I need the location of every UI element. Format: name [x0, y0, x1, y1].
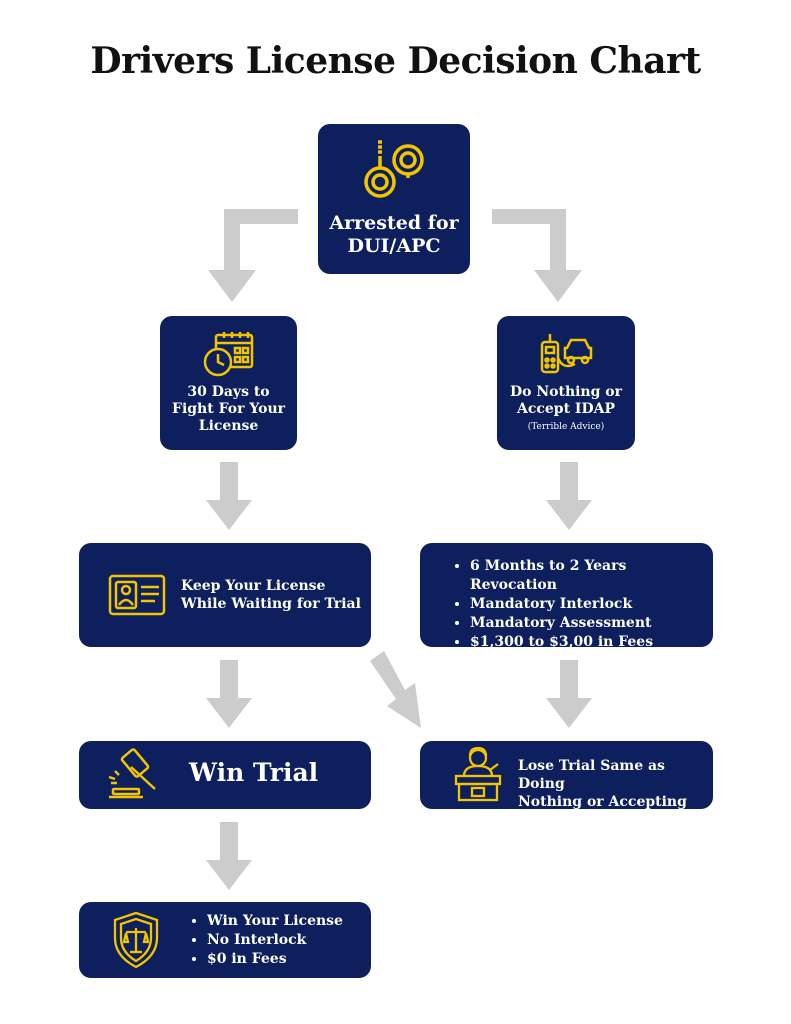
fight-line3: License: [198, 418, 259, 434]
arrow-arrested-to-fight: [208, 209, 298, 302]
revocation-item: 6 Months to 2 Years Revocation: [470, 557, 713, 595]
calendar-clock-icon: [203, 332, 254, 377]
arrested-line2: DUI/APC: [347, 235, 441, 257]
gavel-icon: [108, 748, 156, 799]
node-nothing: Do Nothing or Accept IDAP (Terrible Advi…: [497, 316, 635, 450]
result-item: Win Your License: [207, 912, 343, 931]
arrow-fight-to-keep: [206, 462, 252, 530]
node-keep: Keep Your License While Waiting for Tria…: [79, 543, 371, 647]
lose-line2: Nothing or Accepting IDAP: [518, 794, 687, 828]
arrow-win-to-result: [206, 822, 252, 890]
breathalyzer-car-icon: [540, 334, 593, 374]
fight-line2: Fight For Your: [172, 401, 285, 417]
arrow-keep-to-win: [206, 660, 252, 728]
lose-line1: Lose Trial Same as Doing: [518, 758, 665, 792]
node-fight: 30 Days to Fight For Your License: [160, 316, 297, 450]
keep-line2: While Waiting for Trial: [181, 596, 361, 612]
revocation-item: $1,300 to $3,00 in Fees: [470, 633, 713, 652]
arrow-nothing-to-revocation: [546, 462, 592, 530]
fight-line1: 30 Days to: [187, 384, 270, 400]
result-item: $0 in Fees: [207, 950, 343, 969]
keep-line1: Keep Your License: [181, 578, 326, 594]
handcuffs-icon: [364, 140, 424, 198]
chart-title: Drivers License Decision Chart: [90, 40, 701, 82]
arrested-line1: Arrested for: [329, 212, 459, 234]
node-lose: Lose Trial Same as Doing Nothing or Acce…: [420, 741, 713, 828]
arrow-arrested-to-nothing: [492, 209, 582, 302]
shield-scales-icon: [113, 911, 159, 969]
arrow-revocation-to-lose: [546, 660, 592, 728]
revocation-item: Mandatory Interlock: [470, 595, 713, 614]
node-win: Win Trial: [79, 741, 371, 809]
nothing-note: (Terrible Advice): [527, 422, 605, 432]
win-label: Win Trial: [189, 758, 319, 787]
nothing-line2: Accept IDAP: [516, 401, 616, 417]
nothing-line1: Do Nothing or: [509, 384, 622, 400]
revocation-item: Mandatory Assessment: [470, 614, 713, 633]
node-arrested: Arrested for DUI/APC: [318, 124, 470, 274]
judge-bench-icon: [454, 746, 502, 802]
node-result: Win Your License No Interlock $0 in Fees: [79, 902, 371, 978]
arrow-keep-to-lose: [370, 651, 421, 728]
node-revocation: 6 Months to 2 Years Revocation Mandatory…: [420, 543, 713, 650]
license-card-icon: [108, 574, 166, 616]
result-item: No Interlock: [207, 931, 343, 950]
